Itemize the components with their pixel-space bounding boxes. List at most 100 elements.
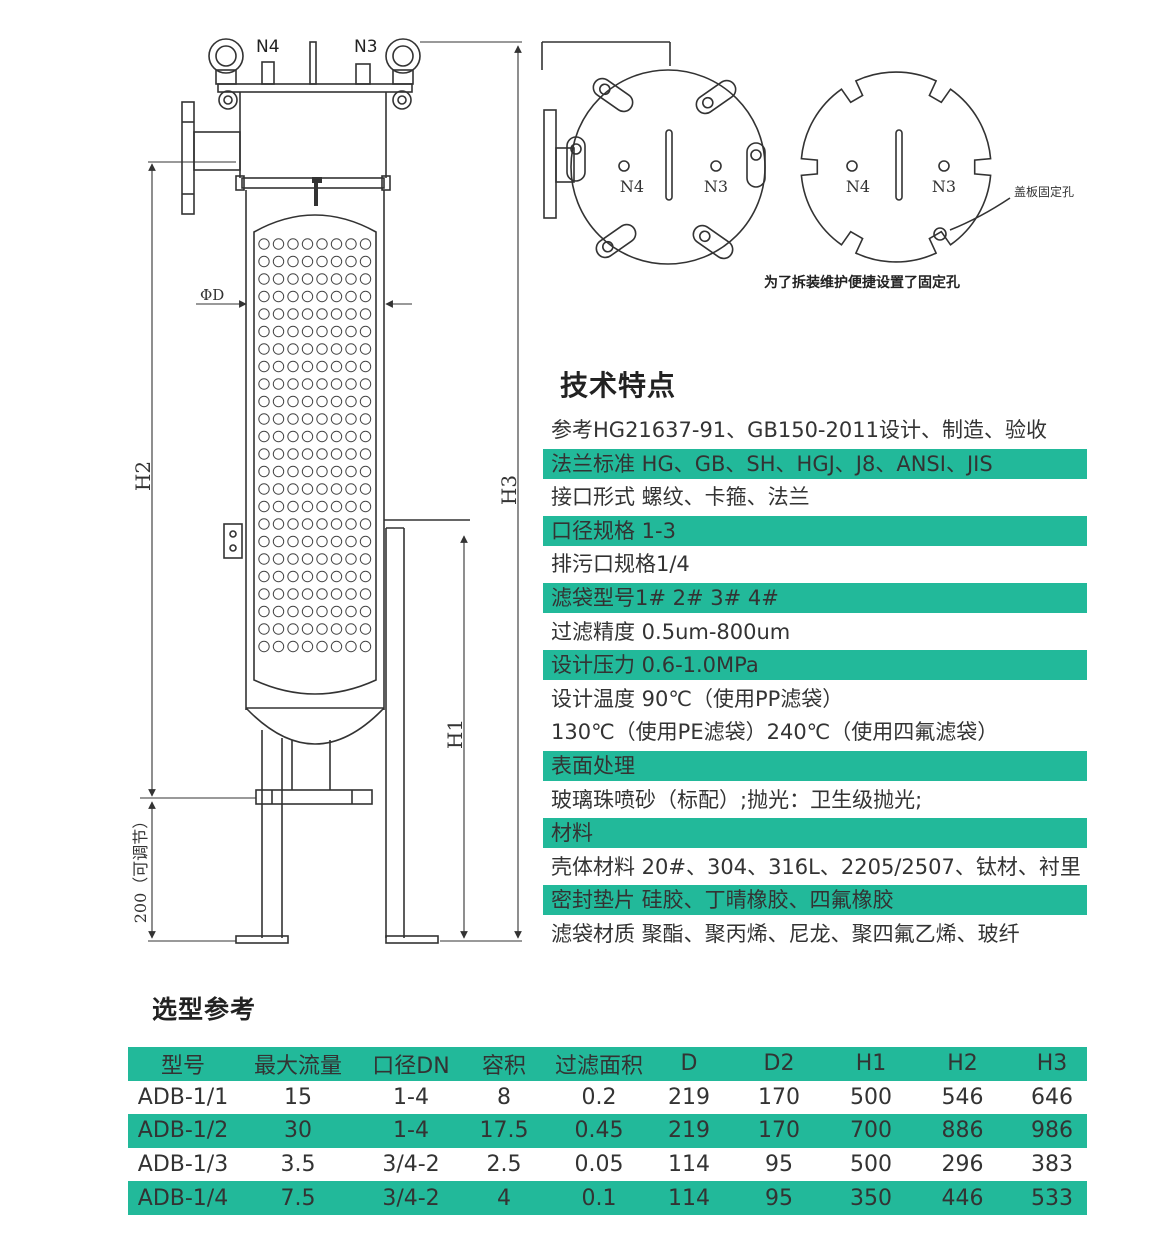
selection-header-cell: D2 bbox=[724, 1047, 834, 1081]
cover-clamp-handle bbox=[592, 77, 634, 113]
perforation-hole bbox=[258, 588, 270, 600]
perforation-hole bbox=[316, 448, 328, 460]
perforation-hole bbox=[316, 238, 328, 250]
inlet-flange bbox=[181, 101, 195, 215]
table-cell: 3.5 bbox=[280, 1152, 316, 1178]
perforation-hole bbox=[258, 483, 270, 495]
tech-row: 130℃（使用PE滤袋）240℃（使用四氟滤袋） bbox=[551, 720, 999, 745]
perforation-hole bbox=[330, 588, 343, 600]
tech-row: 法兰标准 HG、GB、SH、HGJ、J8、ANSI、JIS bbox=[543, 448, 1087, 479]
perforation-hole bbox=[272, 378, 285, 390]
perforation-hole bbox=[287, 570, 299, 583]
perforation-hole bbox=[330, 290, 343, 303]
table-cell: ADB-1/4 bbox=[128, 1181, 238, 1215]
perforation-hole bbox=[359, 255, 372, 268]
table-cell: 533 bbox=[1017, 1181, 1087, 1215]
perforation-hole bbox=[272, 605, 285, 618]
perforation-hole bbox=[330, 535, 343, 548]
perforation-hole bbox=[272, 255, 285, 268]
perforation-hole bbox=[345, 570, 357, 583]
perforation-hole bbox=[345, 308, 357, 320]
selection-title: 选型参考 bbox=[152, 995, 257, 1024]
perforation-hole bbox=[359, 360, 372, 373]
inlet-pipe bbox=[193, 131, 241, 171]
cover-plate bbox=[217, 83, 413, 93]
perforation-hole bbox=[301, 640, 314, 653]
perforation-hole bbox=[301, 255, 314, 268]
perforation-hole bbox=[258, 518, 270, 530]
perforation-hole bbox=[330, 640, 343, 653]
table-cell: 500 bbox=[850, 1084, 892, 1110]
table-cell: 646 bbox=[1031, 1084, 1073, 1110]
perforation-hole bbox=[287, 535, 299, 548]
perforation-hole bbox=[258, 430, 270, 443]
table-cell: 296 bbox=[941, 1152, 984, 1178]
perforation-hole bbox=[359, 273, 372, 285]
perforation-hole bbox=[287, 500, 299, 513]
perforation-hole bbox=[330, 518, 343, 530]
tech-row: 滤袋型号1# 2# 3# 4# bbox=[543, 583, 1087, 613]
perforation-hole bbox=[316, 518, 328, 530]
perforation-hole bbox=[359, 430, 372, 443]
perforation-hole bbox=[258, 308, 270, 320]
table-cell: 886 bbox=[908, 1114, 1017, 1148]
cover-view-with-handles bbox=[541, 41, 766, 265]
perforation-hole bbox=[316, 588, 328, 600]
table-cell: 114 bbox=[654, 1181, 724, 1215]
perforation-hole bbox=[258, 238, 270, 250]
perforation-hole bbox=[330, 623, 343, 635]
perforation-hole bbox=[272, 500, 285, 513]
tech-row: 壳体材料 20#、304、316L、2205/2507、钛材、衬里 bbox=[551, 854, 1081, 879]
foot-right bbox=[385, 935, 439, 944]
perforation-hole bbox=[258, 553, 270, 565]
perforation-hole bbox=[330, 273, 343, 285]
label-n3-top: N3 bbox=[354, 37, 378, 57]
perforation-hole bbox=[301, 535, 314, 548]
label-h2: H2 bbox=[131, 461, 155, 491]
perforation-hole bbox=[316, 308, 328, 320]
perforation-hole bbox=[345, 325, 357, 338]
table-cell: ADB-1/1 bbox=[137, 1084, 229, 1110]
cover-clamp-handle bbox=[692, 224, 734, 260]
perforation-hole bbox=[330, 465, 343, 478]
perforation-hole bbox=[345, 465, 357, 478]
perforation-hole bbox=[301, 518, 314, 530]
perforation-hole bbox=[359, 535, 372, 548]
perforation-hole bbox=[330, 448, 343, 460]
perforation-hole bbox=[301, 325, 314, 338]
perforation-hole bbox=[301, 500, 314, 513]
cover-clamp-handle bbox=[695, 79, 737, 115]
perforation-hole bbox=[345, 623, 357, 635]
perforation-hole bbox=[258, 448, 270, 460]
perforation-hole bbox=[359, 500, 372, 513]
perforation-hole bbox=[359, 308, 372, 320]
perforation-hole bbox=[345, 605, 357, 618]
label-cover-n4-b: N4 bbox=[846, 177, 870, 196]
selection-header-cell: 型号 bbox=[128, 1047, 238, 1081]
perforation-hole bbox=[330, 238, 343, 250]
perforation-hole bbox=[287, 255, 299, 268]
perforation-hole bbox=[359, 465, 372, 478]
table-cell: 15 bbox=[284, 1084, 312, 1110]
perforation-hole bbox=[287, 378, 299, 390]
perforation-hole bbox=[359, 343, 372, 355]
table-cell: 4 bbox=[464, 1181, 544, 1215]
perforation-hole bbox=[345, 255, 357, 268]
perforation-hole bbox=[316, 360, 328, 373]
perforation-hole bbox=[301, 413, 314, 425]
perforation-hole bbox=[359, 640, 372, 653]
nozzle-n4 bbox=[261, 61, 275, 85]
table-cell: 1-4 bbox=[393, 1084, 429, 1110]
perforation-hole bbox=[316, 623, 328, 635]
tech-row: 接口形式 螺纹、卡箍、法兰 bbox=[551, 485, 810, 510]
table-cell: 219 bbox=[668, 1084, 710, 1110]
perforation-hole bbox=[287, 553, 299, 565]
perforation-hole bbox=[330, 570, 343, 583]
lifting-ring-right bbox=[385, 38, 421, 85]
perforation-hole bbox=[287, 290, 299, 303]
perforation-hole bbox=[316, 430, 328, 443]
perforation-hole bbox=[272, 553, 285, 565]
